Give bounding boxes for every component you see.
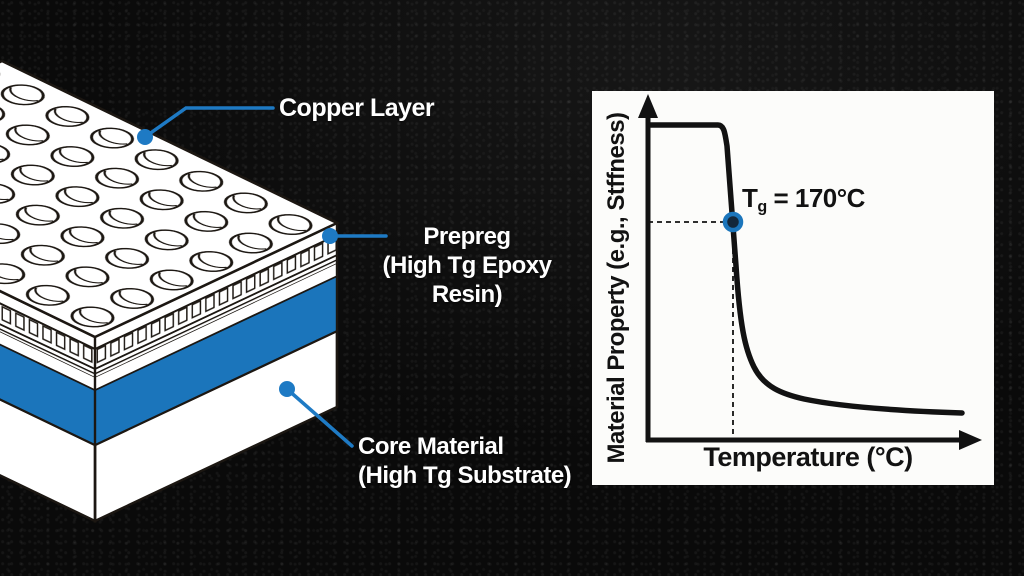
copper-top-outline <box>0 59 341 339</box>
tg-marker-dot <box>722 211 744 233</box>
core-callout-line <box>285 387 354 448</box>
tg-chart-svg <box>638 94 982 450</box>
copper-hole-grid <box>0 61 337 337</box>
prepreg-band-right <box>95 235 337 377</box>
tg-annotation: Tg = 170°C <box>742 183 865 217</box>
tg-symbol: T <box>742 183 758 213</box>
prepreg-label-title: Prepreg <box>423 223 511 250</box>
y-axis-label: Material Property (e.g., Stffness) <box>603 112 630 464</box>
prepreg-band-left <box>0 303 95 377</box>
tg-chart-panel: Tg = 170°C Temperature (°C) Material Pro… <box>592 91 994 485</box>
prepreg-label-sub: (High Tg Epoxy Resin) <box>382 252 553 308</box>
copper-callout-dot <box>137 129 153 145</box>
x-axis-arrowhead <box>959 430 982 450</box>
copper-callout-line <box>143 106 275 139</box>
x-axis-label: Temperature (°C) <box>703 442 913 472</box>
core-callout-dot <box>279 381 295 397</box>
core-material-label: Core Material (High Tg Substrate) <box>358 432 572 490</box>
property-curve <box>647 122 965 416</box>
tg-value: = 170°C <box>766 183 865 213</box>
tg-subscript: g <box>757 197 767 216</box>
copper-layer-label: Copper Layer <box>279 94 435 122</box>
y-axis-arrowhead <box>638 94 658 118</box>
core-label-sub: (High Tg Substrate) <box>358 462 572 489</box>
core-label-title: Core Material <box>358 433 504 460</box>
pcb-stack-diagram <box>0 59 388 523</box>
prepreg-label: Prepreg (High Tg Epoxy Resin) <box>352 222 582 309</box>
prepreg-callout-dot <box>322 228 338 244</box>
